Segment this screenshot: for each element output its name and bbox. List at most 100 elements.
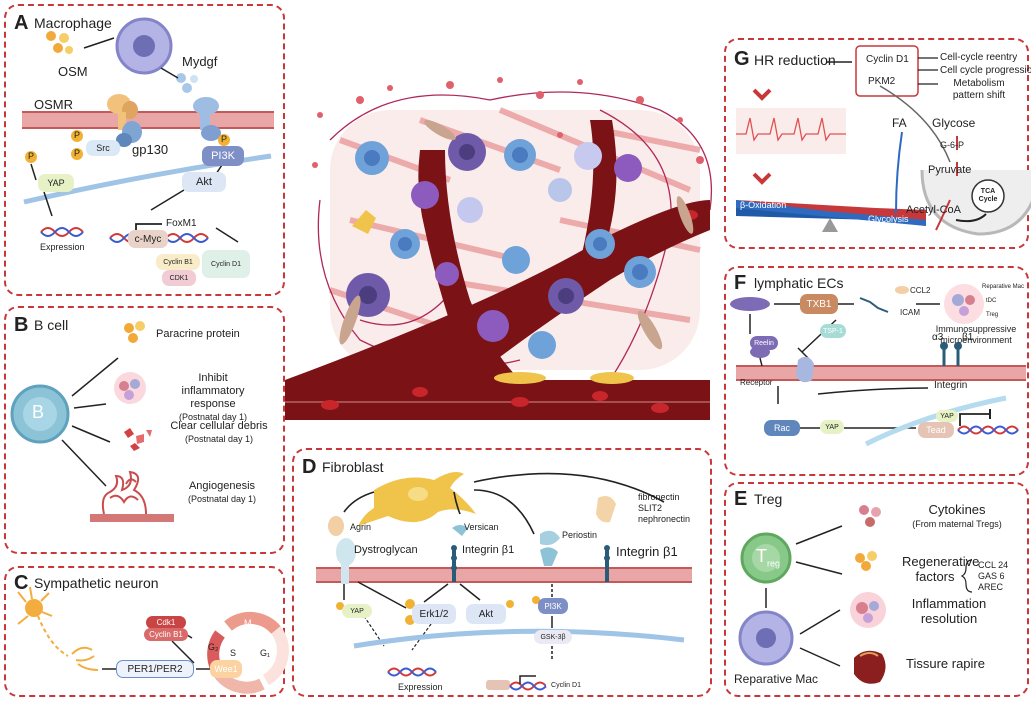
cytokines-text: Cytokines — [928, 502, 986, 517]
b-debris-label: Clear cellular debris (Postnatal day 1) — [164, 420, 274, 446]
alpha3-label: α3 — [932, 332, 944, 343]
gsk-box: GSK-3β — [534, 630, 572, 644]
src-box: Src — [86, 140, 120, 156]
pyruvate-label: Pyruvate — [928, 164, 972, 176]
secreted-particles — [312, 77, 704, 168]
panel-d-letter: D — [302, 456, 317, 478]
outcome-metabolism-text: Metabolism pattern shift — [952, 78, 1006, 101]
outcome-progression: Cell cycle progression — [940, 65, 1031, 76]
red-blood-cells — [321, 210, 698, 413]
akt-box: Akt — [182, 172, 226, 192]
panel-f-letter: F — [734, 272, 747, 294]
cytokines-sub: (From maternal Tregs) — [912, 519, 1002, 529]
tdc-label: tDC — [986, 298, 997, 304]
panel-treg: E Treg Treg Cytokines (From maternal Tre… — [724, 482, 1029, 697]
erk-box: Erk1/2 — [412, 604, 456, 624]
cdk1-box: CDK1 — [162, 270, 196, 286]
glycolysis-label: Glycolysis — [868, 214, 909, 224]
b-inhibit-text: Inhibit inflammatory response — [181, 372, 245, 410]
panel-b-letter: B — [14, 314, 29, 336]
mac-label: Reparative Mac — [982, 284, 1025, 290]
neuron-cycle-diagram — [17, 586, 289, 694]
akt-box: Akt — [466, 604, 506, 624]
factor-gas6: GAS 6 — [978, 571, 1005, 581]
receptor-label: Receptor — [740, 378, 773, 387]
panel-macrophage: A Macrophage OSM Mydgf OSMR Src gp130 PI… — [4, 4, 285, 296]
panel-a-letter: A — [14, 12, 29, 34]
fibroblast-pathway-diagram — [316, 472, 692, 691]
panel-a-title: Macrophage — [34, 15, 112, 31]
cycle-g2: G₂ — [208, 642, 219, 652]
cyclinb1-box: Cyclin B1 — [144, 628, 188, 641]
ligand-list: fibronectin SLIT2 nephronectin — [638, 492, 690, 525]
tissue-background — [329, 107, 701, 370]
cycle-g1: G₁ — [260, 648, 271, 658]
neuron-icon — [25, 599, 43, 617]
immuno-label: Immunosuppressive microenvironment — [935, 324, 1017, 345]
macrophages-purple — [346, 133, 642, 342]
pi3k-box: PI3K — [538, 598, 568, 614]
outcome-metabolism: Metabolism pattern shift — [940, 78, 1018, 102]
hr-reduction-diagram — [736, 45, 1031, 236]
reelin-box: Reelin — [750, 336, 778, 350]
factor-ccl24: CCL 24 — [978, 560, 1009, 570]
inflammation-label: Inflammation resolution — [911, 596, 987, 626]
per-box: PER1/PER2 — [116, 660, 194, 678]
treg-diagram — [738, 505, 973, 684]
b-paracrine-label: Paracrine protein — [156, 328, 240, 340]
panel-sympathetic-neuron: C Sympathetic neuron Cdk1 Cyclin B1 PER1… — [4, 566, 289, 697]
agrin-label: Agrin — [350, 522, 372, 532]
cyclind1-label: Cyclin D1 — [866, 54, 909, 65]
panel-f-title: lymphatic ECs — [754, 275, 844, 291]
b-angio-sub: (Postnatal day 1) — [187, 494, 257, 504]
ligand-nephronectin: nephronectin — [638, 514, 691, 524]
outcome-reentry: Cell-cycle reentry — [940, 52, 1018, 63]
cdk1-box: Cdk1 — [146, 616, 186, 629]
b-debris-sub: (Postnatal day 1) — [184, 434, 254, 444]
osmr-label: OSMR — [34, 97, 73, 112]
cyclind1-box: Cyclin D1 — [546, 678, 586, 692]
panel-hr-reduction: G HR reduction Cyclin D1 PKM2 Cell-cycle… — [724, 38, 1031, 249]
cytokines-label: Cytokines (From maternal Tregs) — [902, 502, 1012, 532]
treg-sub: reg — [767, 558, 781, 569]
treg-label: Treg — [986, 312, 999, 318]
wee1-box: Wee1 — [210, 660, 242, 678]
p-marker: P — [28, 151, 35, 161]
cycle-text: Cycle — [978, 196, 998, 203]
fibroblasts-yellow — [352, 210, 634, 384]
periostin-label: Periostin — [562, 530, 598, 540]
yap-nuclear-box: YAP — [936, 410, 958, 422]
versican-label: Versican — [464, 522, 499, 532]
p-marker: P — [74, 148, 81, 158]
expression-label: Expression — [398, 682, 443, 692]
b-debris-text: Clear cellular debris — [170, 420, 268, 432]
factor-arec: AREC — [978, 582, 1004, 592]
gp130-label: gp130 — [132, 142, 169, 157]
integrin-label: Integrin — [934, 380, 968, 391]
cmyc-box: c-Myc — [128, 230, 168, 248]
p-marker: P — [221, 134, 228, 144]
immune-cells-blue — [355, 139, 656, 359]
integrin-label-1: Integrin β1 — [462, 544, 515, 556]
panel-lymphatic-ecs: F lymphatic ECs TXB1 CCL2 ICAM Reparativ… — [724, 266, 1029, 476]
panel-g-title: HR reduction — [754, 52, 836, 68]
dystroglycan-label: Dystroglycan — [354, 544, 418, 556]
b-cell-diagram — [10, 321, 174, 522]
panel-e-letter: E — [734, 488, 748, 510]
panel-e-title: Treg — [754, 491, 783, 507]
yap-box: YAP — [38, 174, 74, 192]
yap-box: YAP — [342, 604, 372, 618]
ligand-slit2: SLIT2 — [638, 503, 663, 513]
tissue-repair-label: Tissure rapire — [906, 656, 985, 671]
cyclind1-box: Cyclin D1 — [202, 250, 250, 278]
panel-d-title: Fibroblast — [322, 459, 384, 475]
expression-label: Expression — [40, 242, 85, 252]
rac-box: Rac — [764, 420, 800, 436]
ccl2-label: CCL2 — [910, 286, 931, 295]
factor-list: CCL 24 GAS 6 AREC — [978, 560, 1008, 593]
regen-label: Regenerative factors — [902, 554, 980, 584]
foxm1-label: FoxM1 — [166, 218, 197, 229]
smooth-muscle-cells — [339, 120, 694, 350]
treg-main: T — [756, 546, 767, 566]
b-angio-label: Angiogenesis (Postnatal day 1) — [172, 480, 272, 506]
